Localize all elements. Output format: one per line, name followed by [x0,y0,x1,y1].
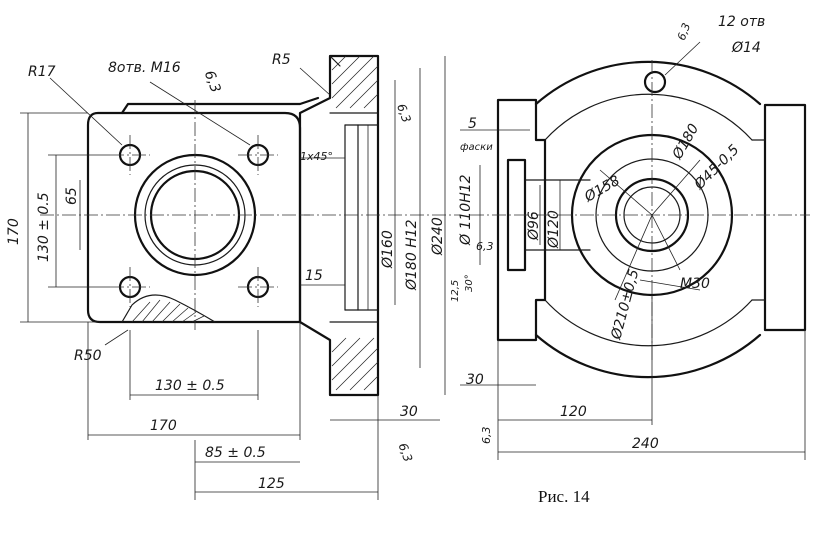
label-dia-14: Ø14 [731,40,761,56]
label-dim-130-h: 130 ± 0.5 [155,378,225,394]
front-view [40,96,320,330]
figure-caption: Рис. 14 [538,487,590,506]
label-dia-180h12: Ø180 H12 [404,219,420,291]
label-dia-158: Ø158 [581,173,623,206]
label-dia-240: Ø240 [430,217,446,256]
section-view [298,54,460,397]
label-rough-small: 12,5 [450,280,461,302]
label-dim-170-v: 170 [6,218,22,245]
label-rough-bottom: 6,3 [396,441,416,464]
label-rough-right-bottom: 6,3 [480,427,493,445]
label-dim-170-h: 170 [150,418,177,434]
label-dia-180: Ø180 [669,121,702,163]
label-rough-right-top: 6,3 [675,21,693,42]
label-dia-210: Ø210±0,5 [608,268,642,342]
label-holes-front: 8отв. M16 [108,60,181,76]
label-dia-160: Ø160 [380,230,396,269]
label-r17: R17 [28,64,56,80]
label-rough-side: 6,3 [476,240,494,253]
label-faska: фаски [460,142,493,153]
label-r50: R50 [74,348,102,364]
label-dim-15: 15 [305,268,323,284]
label-dim-65: 65 [64,187,80,205]
label-rough-flange: 6,3 [394,102,414,125]
label-dim-5: 5 [468,116,477,132]
label-rough-top: 6,3 [201,69,224,95]
label-holes-right: 12 отв [718,14,765,30]
label-dim-30-left: 30 [400,404,418,420]
label-m30: M30 [680,276,710,292]
label-dim-85: 85 ± 0.5 [205,445,266,461]
side-view [470,60,810,379]
label-dim-30-right: 30 [466,372,484,388]
label-dia-110h12: Ø 110H12 [458,174,474,246]
label-dia-120: Ø120 [546,210,562,249]
label-r5: R5 [272,52,291,68]
label-dim-130-v: 130 ± 0.5 [36,192,52,262]
label-chamfer: 1x45° [300,150,333,163]
label-dim-120: 120 [560,404,587,420]
label-dim-240: 240 [632,436,659,452]
label-dim-125: 125 [258,476,285,492]
label-dia-96: Ø96 [526,211,542,241]
label-dim-30deg: 30° [464,274,475,292]
dimension-lines [20,41,806,500]
